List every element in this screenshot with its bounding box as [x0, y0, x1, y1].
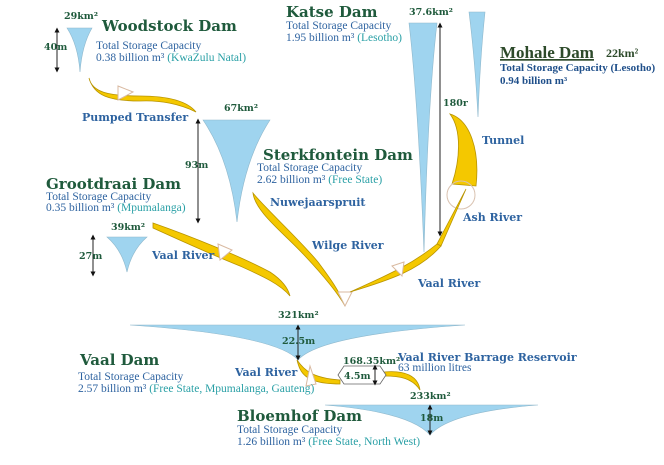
label-nuwejaarspruit: Nuwejaarspruit	[270, 196, 366, 209]
vaal-river-katse-flow	[349, 243, 442, 293]
label-vaal-river-lower: Vaal River	[234, 366, 297, 379]
vaal-river-upper-arrowhead	[217, 243, 233, 261]
grootdraai-capacity: 0.35 billion m³ (Mpumalanga)	[46, 202, 186, 214]
label-vaal-river-katse: Vaal River	[417, 277, 480, 290]
grootdraai-area: 39km²	[111, 222, 145, 233]
barrage-capacity: 63 million litres	[398, 362, 472, 374]
sterkfontein-capacity-label: Total Storage Capacity	[257, 162, 362, 174]
bloemhof-region: (Free State, North West)	[308, 436, 420, 448]
grootdraai-title: Grootdraai Dam	[46, 175, 181, 193]
bloemhof-depth: 18m	[420, 413, 443, 424]
katse-depth: 180r	[443, 98, 469, 109]
label-ash-river: Ash River	[462, 211, 522, 224]
woodstock-capacity-label: Total Storage Capacity	[96, 40, 201, 52]
mohale-area: 22km²	[606, 46, 639, 60]
mohale-reservoir	[468, 11, 486, 118]
vaal-river-lower-arrowhead	[305, 364, 317, 387]
sterkfontein-area: 67km²	[224, 103, 258, 114]
katse-area: 37.6km²	[409, 7, 453, 18]
vaal-river-katse-arrowhead	[391, 261, 405, 278]
grootdraai-region: (Mpumalanga)	[117, 202, 186, 214]
vaal-region: (Free State, Mpumalanga, Gauteng)	[149, 383, 314, 395]
tunnel-flow	[448, 113, 478, 187]
grootdraai-reservoir	[106, 236, 148, 273]
woodstock-region: (KwaZulu Natal)	[167, 52, 246, 64]
vaal-capacity: 2.57 billion m³ (Free State, Mpumalanga,…	[78, 383, 314, 395]
label-tunnel: Tunnel	[482, 134, 524, 147]
bloemhof-title: Bloemhof Dam	[237, 407, 362, 425]
barrage-depth: 4.5m	[344, 371, 371, 382]
woodstock-depth: 40m	[44, 42, 67, 53]
woodstock-title: Woodstock Dam	[101, 17, 237, 35]
barrage-title: Vaal River Barrage Reservoir	[397, 351, 577, 364]
label-vaal-river-upper: Vaal River	[151, 249, 214, 262]
pumped-transfer-arrowhead	[117, 85, 135, 101]
vaal-title: Vaal Dam	[79, 351, 159, 369]
vaal-river-lower-flow	[296, 359, 341, 385]
mohale-capacity-label: Total Storage Capacity (Lesotho)	[500, 62, 655, 74]
mohale-title: Mohale Dam	[500, 43, 594, 62]
grootdraai-depth: 27m	[79, 251, 102, 262]
vaal-capacity-label: Total Storage Capacity	[78, 371, 183, 383]
katse-capacity-label: Total Storage Capacity	[286, 20, 391, 32]
katse-reservoir	[408, 22, 438, 253]
mohale-capacity: 0.94 billion m³	[500, 75, 568, 87]
wilge-arrowhead	[337, 291, 353, 308]
sterkfontein-capacity: 2.62 billion m³ (Free State)	[257, 174, 382, 186]
vaal-area: 321km²	[278, 310, 319, 321]
vaal-depth: 22.5m	[282, 336, 315, 347]
sterkfontein-region: (Free State)	[328, 174, 382, 186]
katse-title: Katse Dam	[286, 3, 378, 21]
label-pumped-transfer: Pumped Transfer	[82, 111, 188, 124]
barrage-area: 168.35km²	[343, 356, 400, 367]
pumped-transfer-flow	[88, 77, 197, 113]
woodstock-reservoir	[66, 27, 93, 73]
grootdraai-capacity-label: Total Storage Capacity	[46, 191, 151, 203]
bloemhof-capacity: 1.26 billion m³ (Free State, North West)	[237, 436, 420, 448]
ash-river-junction	[446, 180, 476, 210]
sterkfontein-title: Sterkfontein Dam	[263, 146, 413, 164]
woodstock-capacity: 0.38 billion m³ (KwaZulu Natal)	[96, 52, 246, 64]
katse-region: (Lesotho)	[357, 32, 402, 44]
sterkfontein-reservoir	[202, 119, 271, 223]
bloemhof-capacity-label: Total Storage Capacity	[237, 424, 342, 436]
sterkfontein-depth: 93m	[185, 160, 208, 171]
ash-river-flow	[436, 188, 467, 247]
barrage-outflow	[383, 371, 421, 391]
woodstock-area: 29km²	[64, 11, 98, 22]
label-wilge-river: Wilge River	[311, 239, 384, 252]
katse-capacity: 1.95 billion m³ (Lesotho)	[286, 32, 402, 44]
bloemhof-area: 233km²	[410, 391, 451, 402]
